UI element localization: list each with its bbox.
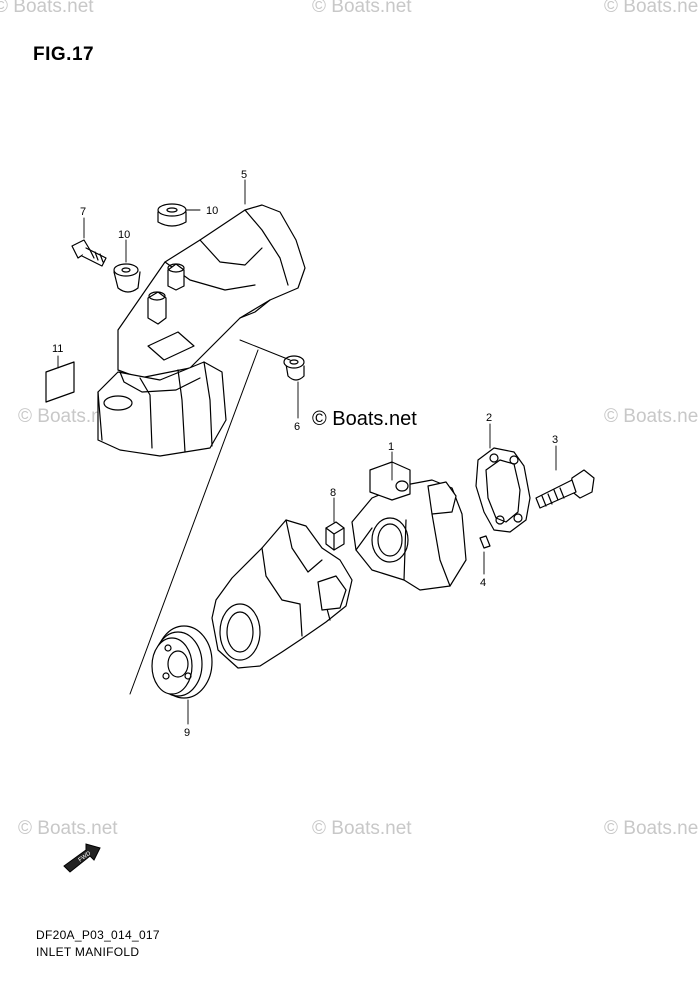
- part-9-pulley[interactable]: [151, 625, 213, 699]
- callout-numbers: 5 10 7 10 11 6 1 2 3 8 4 9: [52, 169, 558, 739]
- part-4-pin[interactable]: [479, 535, 491, 549]
- forward-arrow-icon: FWD: [63, 843, 101, 873]
- watermark: © Boats.net: [0, 0, 94, 17]
- callout-3: 3: [552, 434, 558, 446]
- callout-11: 11: [52, 343, 63, 355]
- watermark: © Boats.net: [604, 818, 698, 839]
- drawing-title: INLET MANIFOLD: [36, 945, 140, 959]
- watermark: © Boats.net: [18, 818, 118, 839]
- center-copyright-mark: © Boats.net: [312, 408, 417, 430]
- part-10-grommet-top[interactable]: [157, 203, 187, 227]
- part-11-label[interactable]: [45, 361, 75, 403]
- callout-7: 7: [80, 206, 86, 218]
- callout-10-top: 10: [206, 205, 218, 217]
- part-8-block[interactable]: [325, 521, 345, 551]
- callout-10-lower: 10: [118, 229, 130, 241]
- inlet-manifold-body[interactable]: [211, 519, 353, 669]
- drawing-code: DF20A_P03_014_017: [36, 928, 160, 942]
- callout-1: 1: [388, 441, 394, 453]
- watermark: © Boats.net: [312, 818, 412, 839]
- watermark: © Boats.net: [18, 406, 118, 427]
- watermark: © Boats.net: [312, 0, 412, 17]
- part-5-intake-silencer[interactable]: [97, 204, 306, 457]
- part-10-grommet-lower[interactable]: [113, 263, 141, 293]
- callout-2: 2: [486, 412, 492, 424]
- callout-6: 6: [294, 421, 300, 433]
- watermark: © Boats.net: [604, 0, 698, 17]
- figure-title: FIG.17: [33, 44, 95, 65]
- watermark: © Boats.net: [604, 406, 698, 427]
- callout-9: 9: [184, 727, 190, 739]
- part-1-throttle-body[interactable]: [351, 461, 467, 591]
- callout-5: 5: [241, 169, 247, 181]
- part-2-gasket[interactable]: [475, 447, 531, 533]
- callout-8: 8: [330, 487, 336, 499]
- part-3-bolt[interactable]: [535, 469, 595, 509]
- part-7-bolt[interactable]: [71, 239, 107, 267]
- callout-4: 4: [480, 577, 486, 589]
- part-6-grommet[interactable]: [283, 355, 305, 381]
